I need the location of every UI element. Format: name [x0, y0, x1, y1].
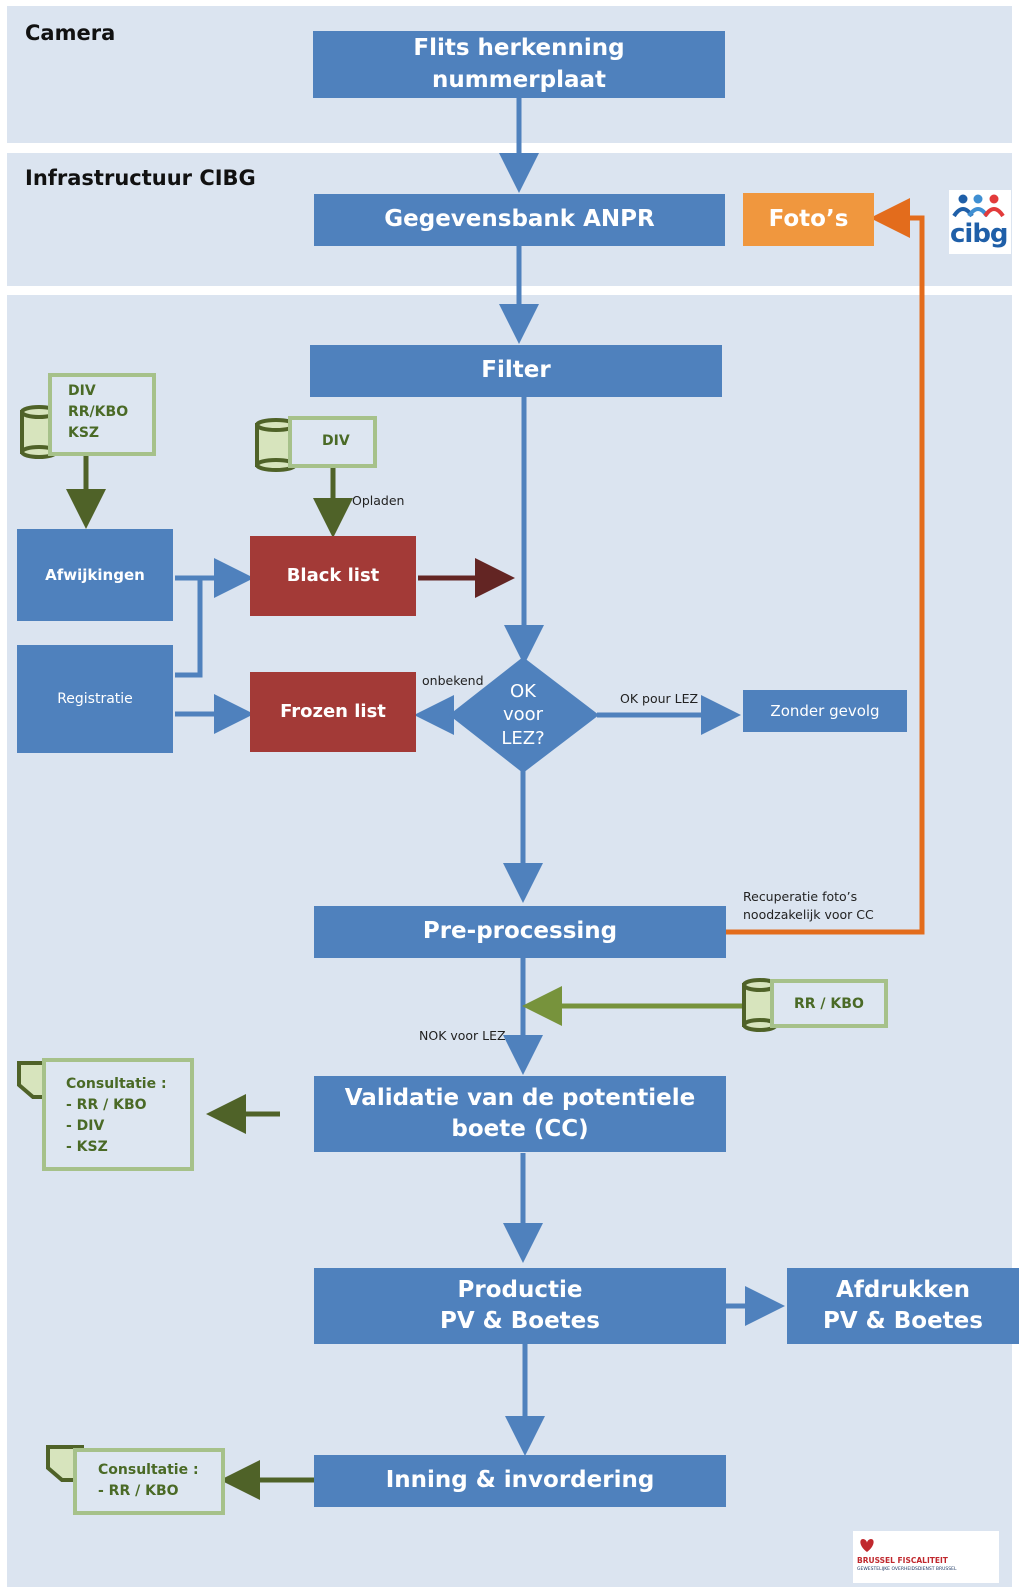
black-list-box: Black list: [250, 536, 416, 616]
frozen-list-box: Frozen list: [250, 672, 416, 752]
preprocessing-box: Pre-processing: [314, 906, 726, 958]
label-recuperatie: Recuperatie foto’s noodzakelijk voor CC: [743, 888, 874, 923]
source-rr-kbo: RR / KBO: [770, 979, 888, 1028]
fotos-box: Foto’s: [743, 193, 874, 246]
brussel-fiscaliteit-logo: BRUSSEL FISCALITEIT GEWESTELIJKE OVERHEI…: [853, 1531, 999, 1583]
label-onbekend: onbekend: [422, 673, 484, 688]
source-div: DIV: [288, 416, 377, 468]
consultatie-1-title: Consultatie :: [66, 1076, 167, 1092]
zonder-gevolg-box: Zonder gevolg: [743, 690, 907, 732]
arrow-preprocessing-to-fotos: [725, 198, 925, 935]
source-item-div: DIV: [68, 383, 96, 399]
flits-line-1: Flits herkenning: [413, 35, 625, 62]
source-item-rr-kbo: RR/KBO: [68, 404, 129, 420]
afwijkingen-box: Afwijkingen: [17, 529, 173, 621]
brussel-logo-subtitle: GEWESTELIJKE OVERHEIDSDIENST BRUSSEL: [857, 1567, 957, 1572]
label-nok-voor-lez: NOK voor LEZ: [419, 1028, 506, 1043]
label-opladen: Opladen: [352, 493, 405, 508]
decision-line-2: voor: [502, 704, 544, 726]
consultatie-box-2: Consultatie : - RR / KBO: [73, 1448, 225, 1515]
consultatie-1-item-rr-kbo: - RR / KBO: [66, 1097, 147, 1113]
consultatie-2-item-rr-kbo: - RR / KBO: [98, 1483, 179, 1499]
consultatie-1-item-div: - DIV: [66, 1118, 105, 1134]
label-recuperatie-line-1: Recuperatie foto’s: [743, 889, 858, 904]
filter-box: Filter: [310, 345, 722, 397]
label-ok-pour-lez: OK pour LEZ: [620, 691, 699, 706]
source-rr-kbo-label: RR / KBO: [794, 996, 864, 1012]
brussel-logo-name: BRUSSEL FISCALITEIT: [857, 1556, 948, 1565]
decision-line-3: LEZ?: [501, 727, 545, 749]
flits-herkenning-box: Flits herkenning nummerplaat: [313, 31, 725, 98]
afdrukken-line-2: PV & Boetes: [823, 1308, 983, 1334]
inning-box: Inning & invordering: [314, 1455, 726, 1507]
validatie-line-2: boete (CC): [451, 1116, 589, 1142]
validatie-line-1: Validatie van de potentiele: [344, 1084, 696, 1111]
consultatie-2-title: Consultatie :: [98, 1462, 199, 1478]
cibg-logo-text: cibg: [950, 219, 1009, 249]
label-recuperatie-line-2: noodzakelijk voor CC: [743, 906, 874, 922]
productie-line-2: PV & Boetes: [440, 1308, 600, 1334]
cibg-people-icon: [952, 194, 1005, 218]
infra-band-title: Infrastructuur CIBG: [25, 166, 256, 190]
consultatie-box-1: Consultatie : - RR / KBO - DIV - KSZ: [42, 1058, 194, 1171]
productie-box: Productie PV & Boetes: [314, 1268, 726, 1344]
afdrukken-line-1: Afdrukken: [836, 1276, 970, 1303]
camera-band-title: Camera: [25, 21, 116, 45]
consultatie-1-item-ksz: - KSZ: [66, 1139, 108, 1155]
validatie-box: Validatie van de potentiele boete (CC): [314, 1076, 726, 1152]
anpr-box: Gegevensbank ANPR: [314, 194, 725, 246]
cibg-logo: cibg: [949, 190, 1011, 254]
source-div-rr-ksz: DIV RR/KBO KSZ: [48, 373, 156, 456]
registratie-box: Registratie: [17, 645, 173, 753]
brussel-iris-icon: [860, 1539, 874, 1552]
productie-line-1: Productie: [457, 1276, 583, 1303]
afdrukken-box: Afdrukken PV & Boetes: [787, 1268, 1019, 1344]
decision-diamond: [449, 657, 599, 773]
source-item-ksz: KSZ: [68, 425, 100, 441]
flits-line-2: nummerplaat: [431, 66, 606, 93]
source-div-label: DIV: [322, 433, 350, 449]
decision-line-1: OK: [510, 680, 536, 702]
line-registratie-to-afwijkingen-flow: [175, 578, 203, 678]
